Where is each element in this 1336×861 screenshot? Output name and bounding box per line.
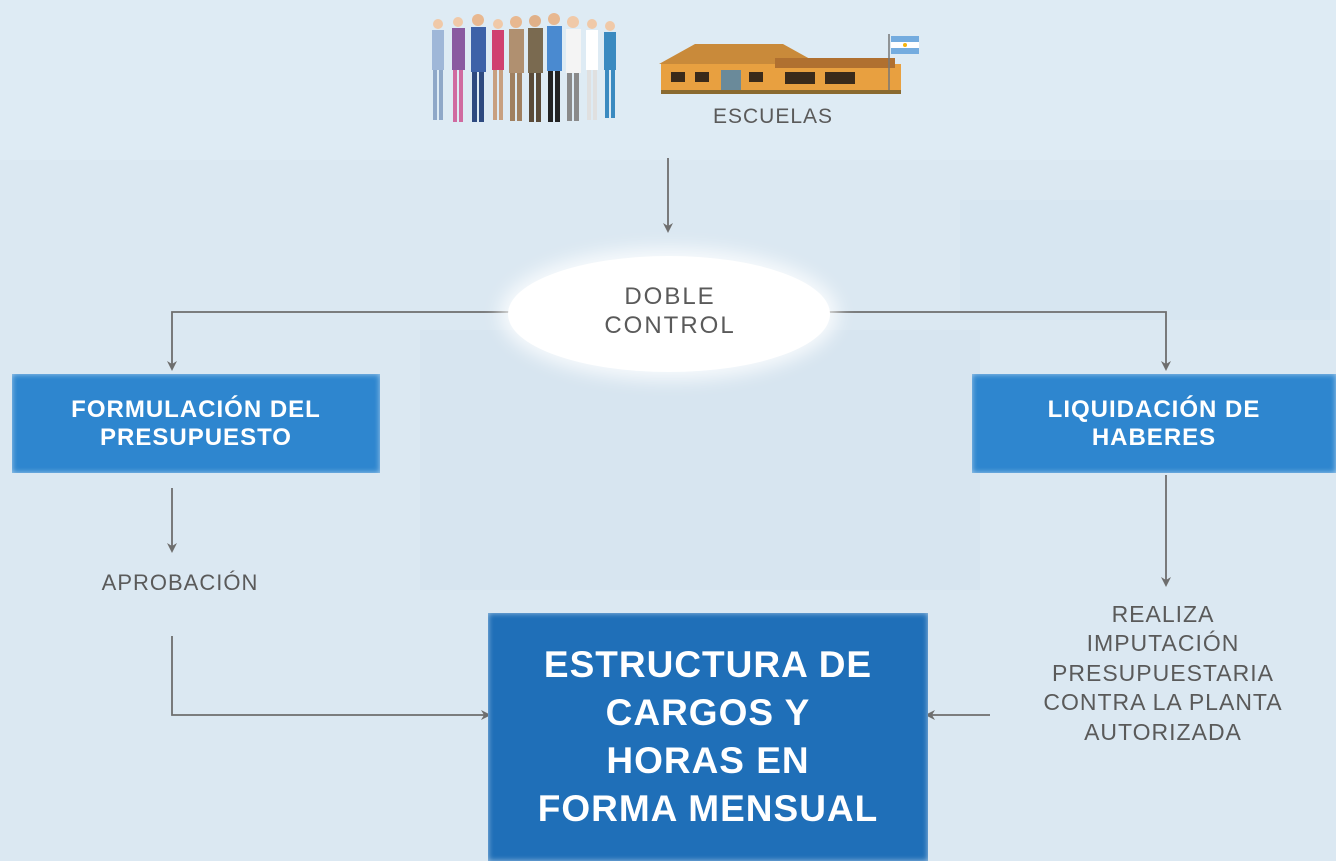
doble-control-ellipse [508,256,830,372]
arrow-aprobacion-to-estructura [171,636,491,720]
realiza-label: REALIZA IMPUTACIÓN PRESUPUESTARIA CONTRA… [1043,601,1283,745]
aprobacion-label: APROBACIÓN [101,570,259,595]
doble-control-label: DOBLE CONTROL [604,283,736,339]
estructura-box: ESTRUCTURA DE CARGOS Y HORAS EN FORMA ME… [488,613,928,861]
school-building-illustration [659,34,919,94]
formulacion-box: FORMULACIÓN DEL PRESUPUESTO [12,374,380,473]
liquidacion-box: LIQUIDACIÓN DE HABERES [972,374,1336,473]
people-group-illustration [432,13,616,122]
arrow-control-to-liquidacion [820,311,1171,371]
escuelas-label: ESCUELAS [712,105,834,128]
arrow-control-to-formulacion [167,311,520,371]
argentina-flag-icon [888,34,919,90]
